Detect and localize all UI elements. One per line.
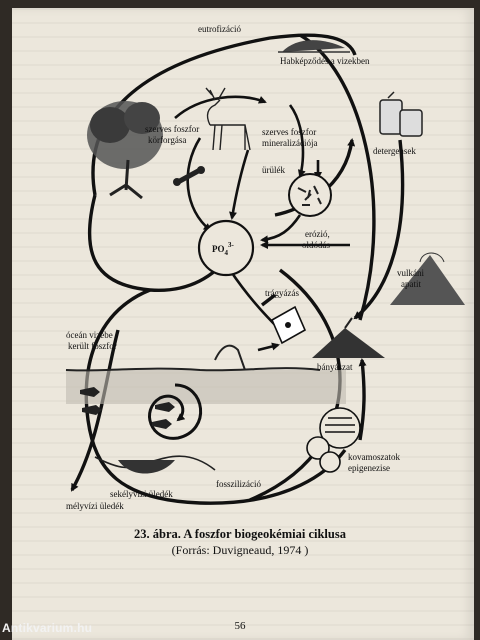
label-kovamoszatok-1: kovamoszatok (348, 452, 400, 462)
label-sekelyvizi: sekélyvízi üledék (110, 489, 173, 499)
label-erozio-1: erózió, (305, 229, 330, 239)
label-szerves-korforgas-1: szerves foszfor (145, 124, 199, 134)
spiral-illustration (148, 383, 203, 440)
label-kovamoszatok-2: epigenezise (348, 463, 390, 473)
ocean-illustration (65, 344, 346, 474)
watermark-text: Antikvarium.hu (2, 621, 93, 635)
bone-illustration (173, 166, 205, 186)
label-tragyazas: trágyázás (265, 288, 299, 298)
tree-illustration (87, 101, 163, 200)
label-szerves-korforgas-2: körforgása (148, 135, 186, 145)
label-habkepzodes: Habképződés a vizekben (280, 56, 370, 66)
label-ocean-1: óceán vizébe (66, 330, 113, 340)
label-banyaszat: bányászat (317, 362, 353, 372)
mine-illustration (312, 317, 385, 358)
bacteria-circle (288, 173, 332, 217)
page-number: 56 (234, 620, 246, 632)
phosphate-circle (197, 219, 255, 277)
label-erozio-2: oldódás (302, 240, 330, 250)
figure-caption: 23. ábra. A foszfor biogeokémiai ciklusa (134, 527, 346, 541)
foam-illustration (278, 40, 350, 53)
label-ocean-2: került foszfor (68, 341, 117, 351)
fertilizer-bag-illustration (270, 305, 307, 345)
label-detergensek: detergensek (373, 146, 416, 156)
inner-cycle-arrows (174, 95, 350, 352)
label-eutrofizacio: eutrofizáció (198, 24, 241, 34)
diatom-illustration (306, 407, 361, 473)
label-szerves-mineral-2: mineralizációja (262, 138, 317, 148)
label-urulek: ürülék (262, 165, 285, 175)
label-melyvizi: mélyvízi üledék (66, 501, 124, 511)
label-szerves-mineral-1: szerves foszfor (262, 127, 316, 137)
label-fosszilizacio: fosszilizáció (216, 479, 261, 489)
volcano-illustration (390, 252, 465, 305)
label-vulkani-1: vulkáni (397, 268, 424, 278)
diagram-labels: eutrofizáció Habképződés a vizekben szer… (66, 24, 424, 511)
label-po4: PO43- (212, 241, 235, 257)
detergent-illustration (379, 91, 423, 137)
figure-source: (Forrás: Duvigneaud, 1974 ) (171, 543, 309, 557)
label-vulkani-2: apatit (401, 279, 421, 289)
deer-illustration (205, 87, 251, 151)
